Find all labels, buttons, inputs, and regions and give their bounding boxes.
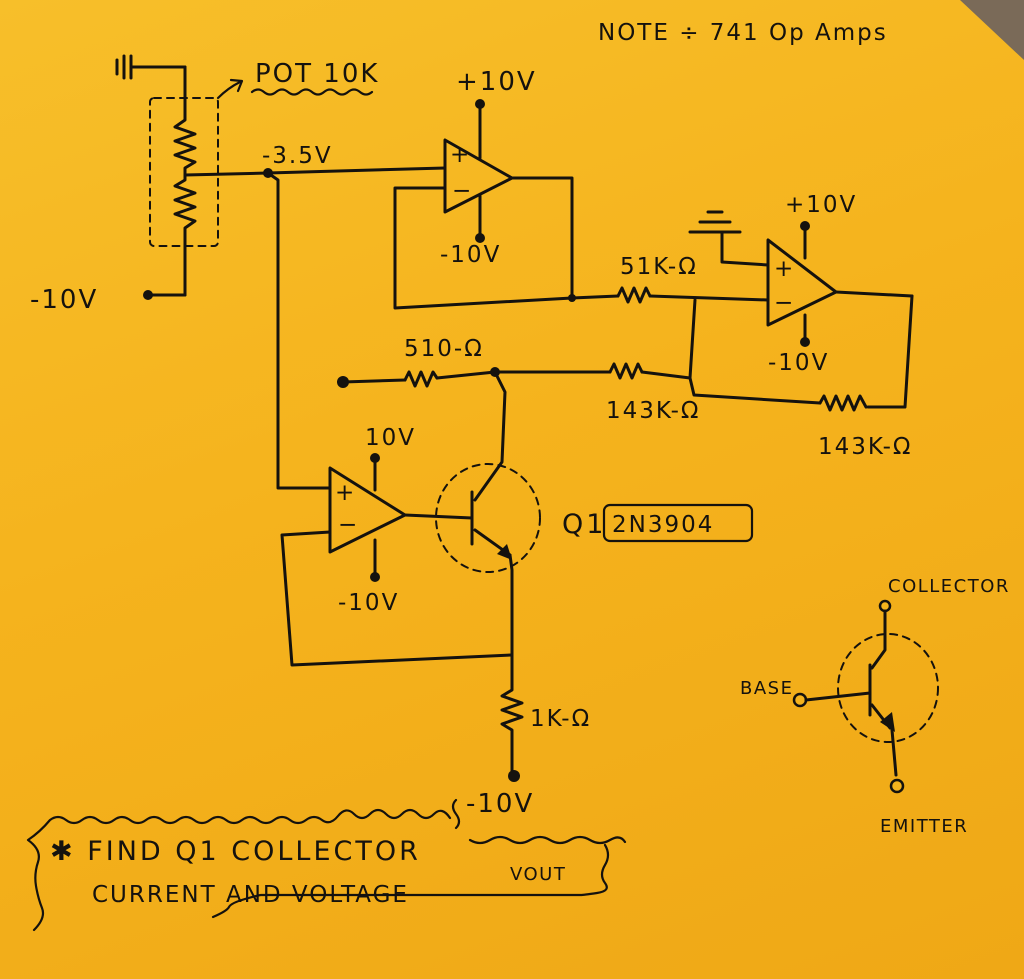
ground-symbol xyxy=(688,210,770,267)
battery-symbol xyxy=(115,54,187,80)
r51k-label: 51K-Ω xyxy=(620,254,698,280)
opamp2-vminus-label: -10V xyxy=(768,350,829,376)
note-text: NOTE ÷ 741 Op Amps xyxy=(598,20,888,46)
transistor-q1 xyxy=(435,463,541,657)
r510-label: 510-Ω xyxy=(404,336,484,362)
neg10v-bottom-label: -10V xyxy=(466,789,534,819)
opamp1-vplus-label: +10V xyxy=(456,67,537,97)
r1k-label: 1K-Ω xyxy=(530,706,591,732)
resistor-1k xyxy=(500,653,524,782)
opamp3-plus-sign: + xyxy=(335,480,356,506)
pinout-emitter-label: EMITTER xyxy=(880,816,968,837)
q1-part-box xyxy=(602,503,754,543)
opamp1-minus-sign: − xyxy=(452,178,473,204)
pot-label: POT 10K xyxy=(255,59,379,89)
question-wavy-border xyxy=(26,798,627,932)
pinout-collector-label: COLLECTOR xyxy=(888,576,1010,597)
resistor-143k-b xyxy=(688,376,868,412)
question-line2: CURRENT AND VOLTAGE xyxy=(92,882,409,908)
r143k-a-label: 143K-Ω xyxy=(606,398,700,424)
q1-ref-label: Q1 xyxy=(562,509,606,540)
pinout-base-label: BASE xyxy=(740,678,793,699)
neg10v-left-label: -10V xyxy=(30,285,98,315)
opamp2-vplus-label: +10V xyxy=(785,192,857,218)
q1-part-label: 2N3904 xyxy=(612,512,714,538)
opamp1-vminus-label: -10V xyxy=(440,242,501,268)
pinout-transistor xyxy=(792,599,939,794)
resistor-51k xyxy=(568,286,770,304)
opamp3-minus-sign: − xyxy=(338,512,359,538)
opamp3-vminus-label: -10V xyxy=(338,590,399,616)
wire-node-to-r143k-a xyxy=(688,298,697,380)
wire-collector xyxy=(473,370,507,502)
r143k-b-label: 143K-Ω xyxy=(818,434,912,460)
wire-to-opamp1-plus xyxy=(266,166,447,175)
opamp-1 xyxy=(393,99,574,310)
question-vout: VOUT xyxy=(510,864,566,885)
opamp3-vplus-label: 10V xyxy=(365,425,416,451)
opamp1-plus-sign: + xyxy=(450,142,471,168)
resistor-143k-a xyxy=(493,362,692,380)
opamp-3 xyxy=(280,453,514,667)
pot-label-underline xyxy=(250,88,374,96)
resistor-510 xyxy=(337,367,500,388)
opamp2-plus-sign: + xyxy=(774,256,795,282)
potentiometer xyxy=(143,65,270,300)
opamp-2 xyxy=(766,221,914,409)
opamp2-minus-sign: − xyxy=(774,290,795,316)
neg3-5v-label: -3.5V xyxy=(262,143,333,169)
wire-to-opamp3-plus xyxy=(266,171,332,490)
question-line1: ✱ FIND Q1 COLLECTOR xyxy=(50,836,421,867)
